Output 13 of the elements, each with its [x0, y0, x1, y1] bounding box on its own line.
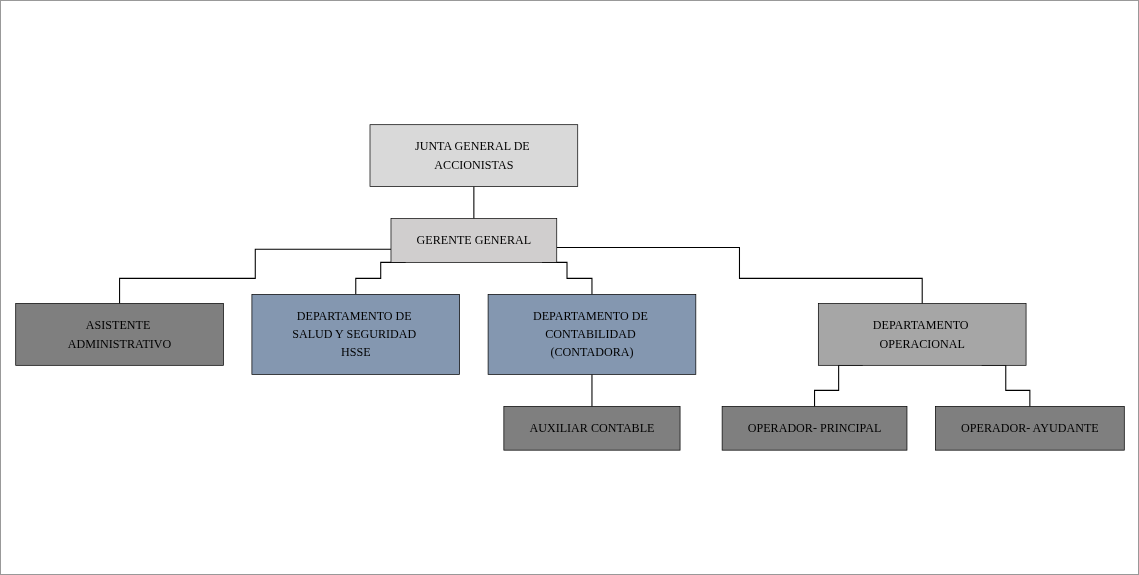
node-box: GERENTE GENERAL — [390, 218, 557, 263]
connector — [118, 248, 391, 305]
node-box: DEPARTAMENTO DE SALUD Y SEGURIDAD HSSE — [251, 294, 460, 375]
connector — [472, 186, 474, 220]
connector — [555, 247, 923, 305]
node-box: AUXILIAR CONTABLE — [503, 406, 680, 451]
node-box: JUNTA GENERAL DE ACCIONISTAS — [369, 124, 578, 187]
node-box: DEPARTAMENTO DE CONTABILIDAD (CONTADORA) — [487, 294, 696, 375]
node-box: OPERADOR- AYUDANTE — [934, 406, 1125, 451]
node-box: DEPARTAMENTO OPERACIONAL — [817, 303, 1026, 366]
connector — [590, 373, 592, 407]
node-box: ASISTENTE ADMINISTRATIVO — [14, 303, 224, 366]
node-box: OPERADOR- PRINCIPAL — [721, 406, 907, 451]
